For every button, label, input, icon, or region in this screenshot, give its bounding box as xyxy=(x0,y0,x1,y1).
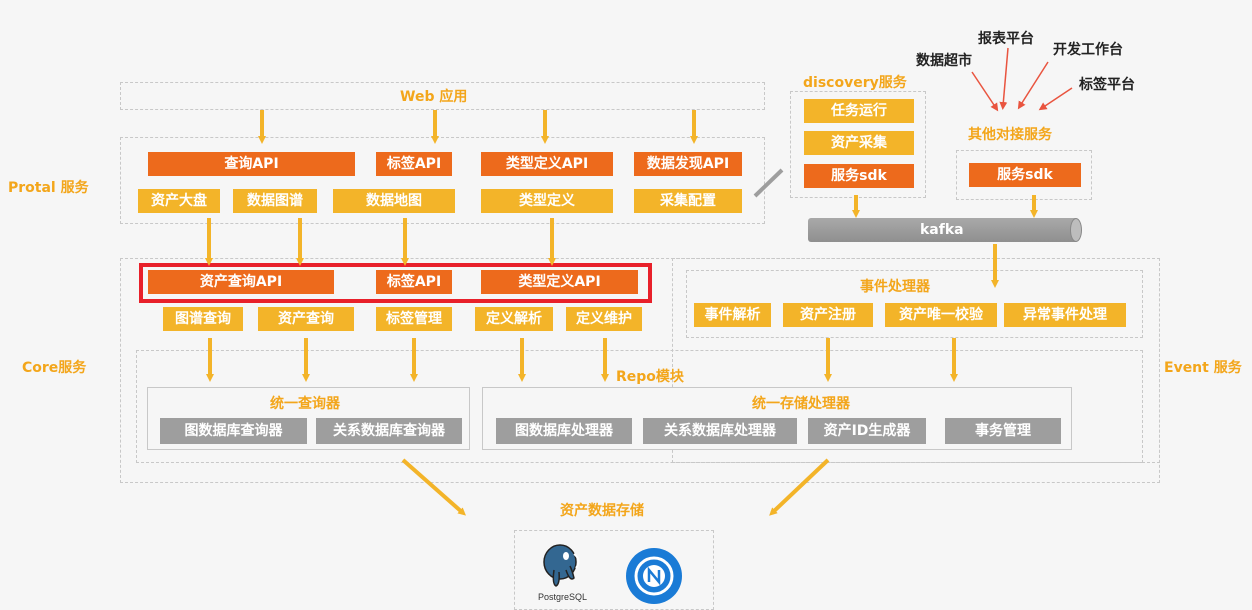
portal-data-graph: 数据图谱 xyxy=(233,189,317,213)
asset-id-generator: 资产ID生成器 xyxy=(808,418,926,444)
portal-typedef-api: 类型定义API xyxy=(481,152,613,176)
arrow-source-1 xyxy=(971,71,999,112)
source-data-market: 数据超市 xyxy=(916,53,972,69)
postgresql-elephant-icon xyxy=(543,544,580,587)
transaction-manager: 事务管理 xyxy=(945,418,1061,444)
relational-db-processor: 关系数据库处理器 xyxy=(643,418,797,444)
portal-collect-config: 采集配置 xyxy=(634,189,742,213)
portal-tag-api: 标签API xyxy=(376,152,452,176)
portal-asset-dashboard: 资产大盘 xyxy=(138,189,220,213)
core-tag-manage: 标签管理 xyxy=(376,307,452,331)
arrow-source-3 xyxy=(1017,61,1049,110)
portal-data-map: 数据地图 xyxy=(333,189,455,213)
web-layer xyxy=(120,82,765,110)
unified-storage-title: 统一存储处理器 xyxy=(752,396,850,412)
source-report-platform: 报表平台 xyxy=(978,31,1034,47)
task-run: 任务运行 xyxy=(804,99,914,123)
graph-db-querier: 图数据库查询器 xyxy=(160,418,307,444)
portal-typedef: 类型定义 xyxy=(481,189,613,213)
core-service-label: Core服务 xyxy=(22,360,87,376)
arrow-source-4 xyxy=(1038,87,1073,111)
arrow-repo-storage-left xyxy=(401,458,466,516)
graph-db-processor: 图数据库处理器 xyxy=(496,418,632,444)
web-layer-label: Web 应用 xyxy=(400,89,468,105)
event-service-label: Event 服务 xyxy=(1164,360,1242,376)
other-sdk: 服务sdk xyxy=(969,163,1081,187)
discovery-sdk: 服务sdk xyxy=(804,164,914,188)
other-services-box xyxy=(956,150,1092,200)
portal-service-label: Protal 服务 xyxy=(8,180,89,196)
postgresql-text: PostgreSQL xyxy=(537,592,588,602)
core-def-parse: 定义解析 xyxy=(475,307,553,331)
asset-storage-label: 资产数据存储 xyxy=(560,503,644,519)
portal-query-api: 查询API xyxy=(148,152,355,176)
nebula-logo xyxy=(624,546,684,606)
discovery-service-label: discovery服务 xyxy=(803,75,907,91)
portal-discovery-api: 数据发现API xyxy=(634,152,742,176)
event-parse: 事件解析 xyxy=(694,303,771,327)
repo-module-label: Repo模块 xyxy=(616,369,684,385)
asset-unique-check: 资产唯一校验 xyxy=(885,303,997,327)
arrow-repo-storage-right xyxy=(769,458,830,516)
repo-module xyxy=(136,350,1143,463)
portal-layer xyxy=(120,137,765,224)
highlight-box xyxy=(139,263,652,303)
exception-event-handle: 异常事件处理 xyxy=(1004,303,1126,327)
postgresql-logo: PostgreSQL xyxy=(530,540,595,604)
arrow-source-2 xyxy=(999,47,1009,110)
source-tag-platform: 标签平台 xyxy=(1079,77,1135,93)
event-processor-title: 事件处理器 xyxy=(860,279,930,295)
graph-db-circle-icon xyxy=(626,548,682,604)
kafka-bus xyxy=(808,218,1078,242)
kafka-label: kafka xyxy=(920,222,964,238)
connector-portal-discovery xyxy=(753,168,784,198)
unified-query-title: 统一查询器 xyxy=(270,396,340,412)
source-dev-workbench: 开发工作台 xyxy=(1053,42,1123,58)
asset-collect: 资产采集 xyxy=(804,131,914,155)
asset-register: 资产注册 xyxy=(783,303,873,327)
core-graph-query: 图谱查询 xyxy=(163,307,243,331)
event-processor-box xyxy=(686,270,1143,338)
relational-db-querier: 关系数据库查询器 xyxy=(316,418,462,444)
core-asset-query: 资产查询 xyxy=(258,307,354,331)
kafka-bus-end xyxy=(1070,218,1082,242)
core-tag-api: 标签API xyxy=(376,270,452,294)
other-services-label: 其他对接服务 xyxy=(968,127,1052,143)
core-asset-query-api: 资产查询API xyxy=(148,270,334,294)
core-typedef-api: 类型定义API xyxy=(481,270,638,294)
core-def-maintain: 定义维护 xyxy=(566,307,642,331)
